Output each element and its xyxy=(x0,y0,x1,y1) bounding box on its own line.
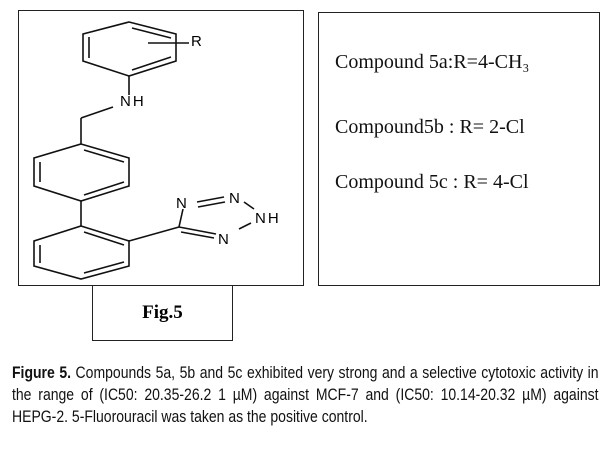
compound-5a: Compound 5a:R=4-CH₃ xyxy=(335,51,530,73)
compound-list-panel: Compound 5a:R=4-CH₃ Compound5b : R= 2-Cl… xyxy=(318,12,600,286)
tetrazole-n1-label: N xyxy=(176,195,187,212)
compound-5c: Compound 5c : R= 4-Cl xyxy=(335,171,529,193)
tetrazole-n3-label: N xyxy=(218,231,229,248)
tetrazole-n2-label: N xyxy=(229,190,240,207)
tetrazole-nh-label: NH xyxy=(255,210,281,227)
compound-5b: Compound5b : R= 2-Cl xyxy=(335,116,525,138)
caption-label: Figure 5. xyxy=(12,364,72,382)
molecule-drawing xyxy=(33,21,255,280)
caption-text: Compounds 5a, 5b and 5c exhibited very s… xyxy=(12,364,599,426)
amine-nh-label: NH xyxy=(120,93,146,110)
chemical-structure-panel: R NH N N NH N xyxy=(18,10,304,286)
figure-caption: Figure 5. Compounds 5a, 5b and 5c exhibi… xyxy=(12,362,599,428)
figure-label: Fig.5 xyxy=(142,302,183,323)
figure-label-box: Fig.5 xyxy=(92,285,233,341)
r-group-label: R xyxy=(191,33,202,50)
